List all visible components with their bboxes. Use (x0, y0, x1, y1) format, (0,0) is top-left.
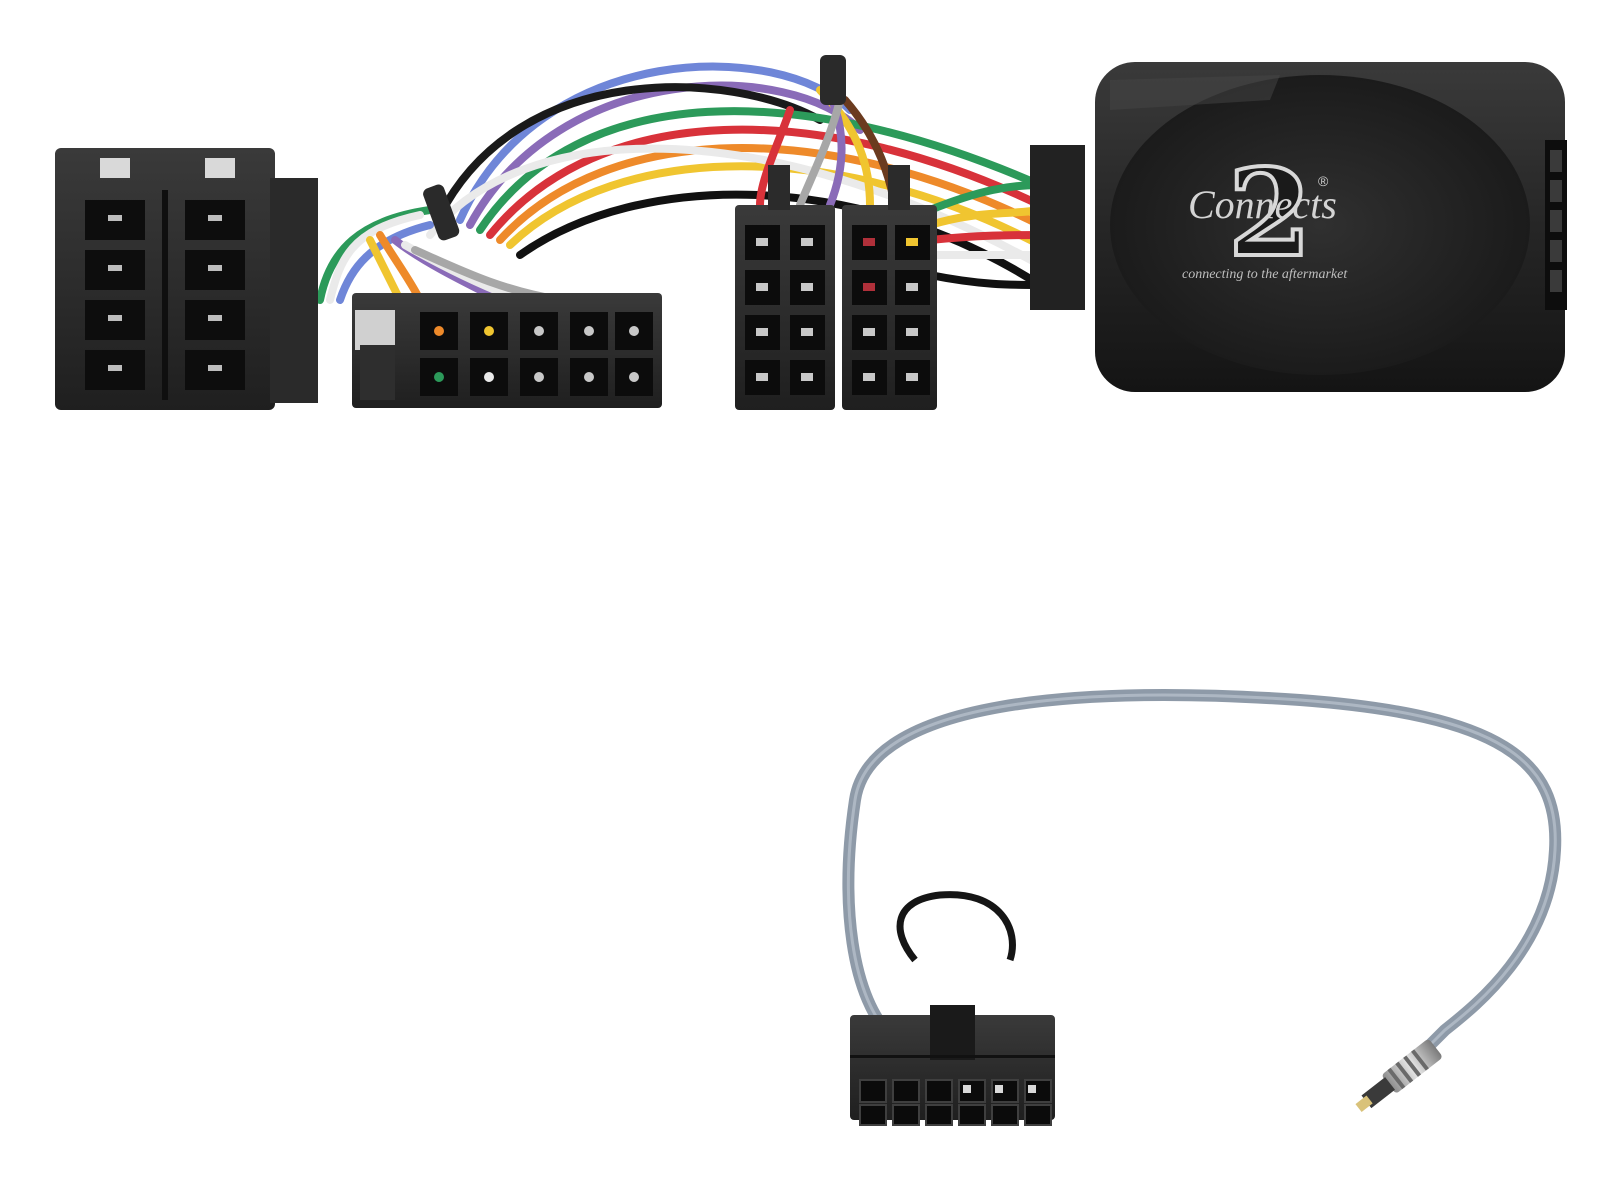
wire-white-iso (326, 211, 424, 304)
signal-cable (842, 689, 1562, 1061)
connector-twin (735, 165, 937, 410)
logo-numeral: 2 (1228, 143, 1312, 284)
iso-connector-left (55, 148, 318, 410)
wire-green (476, 107, 1044, 234)
cable-grey (842, 689, 1562, 1061)
loop-wire-black (896, 891, 1016, 963)
brand-logo: 2 Connects ® connecting to the aftermark… (1182, 141, 1348, 286)
shrink-sleeve-left (423, 184, 460, 241)
connector-12pin (850, 1005, 1055, 1126)
wire-yellow (506, 162, 1044, 249)
wire-orange (496, 144, 1044, 244)
wire-black-arc (436, 83, 824, 219)
wire-blue (456, 62, 854, 224)
wire-red (486, 125, 1044, 239)
logo-tagline: connecting to the aftermarket (1182, 267, 1348, 282)
antenna-plug (1355, 1039, 1442, 1112)
wire-grey-twin (796, 96, 844, 209)
wire-red-twin (756, 106, 794, 209)
logo-registered: ® (1318, 173, 1329, 189)
logo-script: Connects (1188, 182, 1337, 227)
shrink-sleeve-right (820, 55, 846, 105)
connector-middle (352, 293, 662, 408)
interface-module (1030, 62, 1567, 392)
wire-blue-iso (336, 221, 434, 304)
